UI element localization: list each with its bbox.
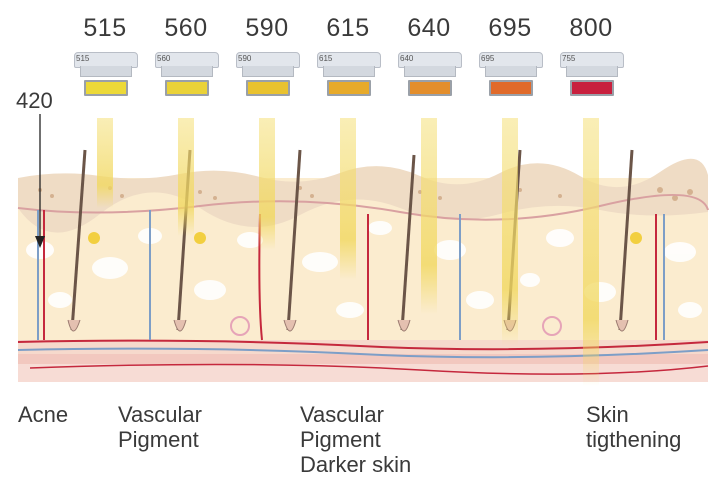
- wavelength-515-label: 515: [83, 14, 127, 42]
- caption-line: Skin: [586, 402, 629, 427]
- filter-615-glass: [327, 80, 371, 96]
- subcutis-layer: [18, 364, 708, 382]
- caption-line: Vascular: [118, 402, 202, 427]
- wavelength-800-label: 800: [569, 14, 613, 42]
- wavelength-560-label: 560: [164, 14, 208, 42]
- beam-640: [421, 118, 437, 314]
- filter-515: 515: [72, 52, 138, 100]
- beam-515: [97, 118, 113, 208]
- beam-615: [340, 118, 356, 280]
- filter-615: 615: [315, 52, 381, 100]
- filter-695-engraving: 695: [481, 54, 495, 63]
- filter-560: 560: [153, 52, 219, 100]
- filter-560-glass: [165, 80, 209, 96]
- filter-695-glass: [489, 80, 533, 96]
- hair-follicle-4: [367, 154, 461, 340]
- arrow-420-head: [35, 236, 45, 248]
- wavelength-420-label: 420: [16, 88, 53, 113]
- filter-640-glass: [408, 80, 452, 96]
- filter-640: 640: [396, 52, 462, 100]
- filter-800: 755: [558, 52, 624, 100]
- caption-acne: Acne: [18, 402, 68, 427]
- caption-line: Pigment: [118, 427, 199, 452]
- caption-acne-text: Acne: [18, 402, 69, 427]
- hair-follicle-6: [615, 149, 665, 340]
- wavelength-640-label: 640: [407, 14, 451, 42]
- hair-follicle-1: [37, 149, 100, 340]
- beam-800: [583, 118, 599, 386]
- filter-615-engraving: 615: [319, 54, 333, 63]
- basal-membrane: [17, 194, 709, 221]
- caption-line: Vascular: [300, 402, 384, 427]
- beam-560: [178, 118, 194, 236]
- caption-line: Darker skin: [300, 452, 412, 477]
- caption-line: Pigment: [300, 427, 381, 452]
- wavelength-590-label: 590: [245, 14, 289, 42]
- filter-560-engraving: 560: [157, 54, 171, 63]
- deep-layer-2: [18, 354, 708, 364]
- filter-590-engraving: 590: [238, 54, 252, 63]
- filter-515-glass: [84, 80, 128, 96]
- caption-line: tigthening: [586, 427, 682, 452]
- filter-695: 695: [477, 52, 543, 100]
- caption-vascular-pigment: Vascular Pigment: [118, 402, 202, 452]
- filter-590-glass: [246, 80, 290, 96]
- filter-800-engraving: 755: [562, 54, 576, 63]
- caption-vascular-pigment-darker-skin: Vascular Pigment Darker skin: [300, 402, 411, 477]
- filter-800-glass: [570, 80, 614, 96]
- filter-590: 590: [234, 52, 300, 100]
- beam-695: [502, 118, 518, 346]
- deep-vessel-red-2: [29, 363, 709, 375]
- wavelength-615-label: 615: [326, 14, 370, 42]
- filter-640-engraving: 640: [400, 54, 414, 63]
- caption-skin-tightening: Skin tigthening: [586, 402, 681, 452]
- filter-515-engraving: 515: [76, 54, 90, 63]
- beam-590: [259, 118, 275, 250]
- light-beams: [97, 118, 599, 386]
- wavelength-695-label: 695: [488, 14, 532, 42]
